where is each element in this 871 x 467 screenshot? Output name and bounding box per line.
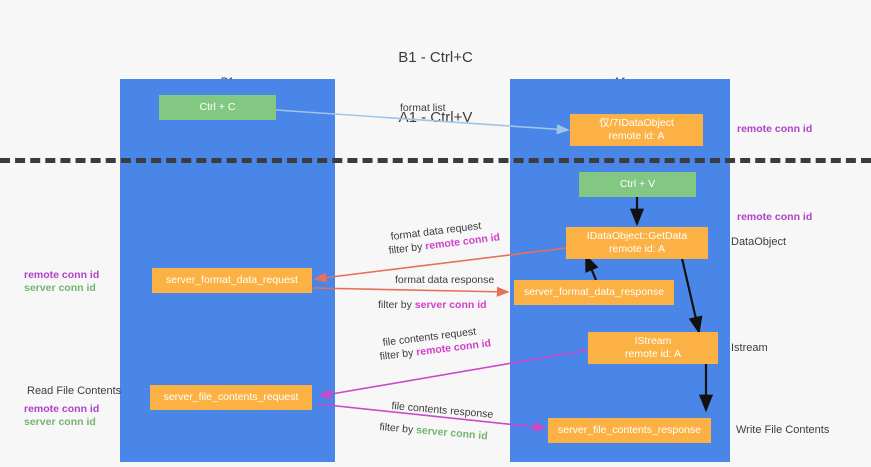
side-label-write-file-contents: Write File Contents: [736, 424, 830, 436]
box-server-format-data-request[interactable]: server_format_data_request: [152, 268, 312, 293]
filter-prefix-4: filter by: [378, 421, 417, 437]
box-istream-line1: IStream: [634, 335, 672, 347]
arrow-format-data-response: [312, 286, 510, 297]
label-format-data-response-filter: filter by server conn id: [378, 299, 487, 312]
side-label-left-remote-conn-id-mid: remote conn id: [24, 269, 100, 281]
box-server-file-contents-response[interactable]: server_file_contents_response: [548, 418, 711, 443]
arrow-getdata-to-istream: [679, 253, 703, 335]
title-line-1: B1 - Ctrl+C: [398, 49, 473, 66]
side-label-left-server-conn-id-mid: server conn id: [24, 282, 96, 294]
side-label-istream: Istream: [731, 342, 768, 354]
side-label-dataobject: DataObject: [731, 236, 787, 248]
side-label-remote-conn-id-mid: remote conn id: [737, 211, 813, 223]
box-ctrl-v[interactable]: Ctrl + V: [579, 172, 696, 197]
arrow-format-list: [275, 109, 570, 135]
box-server-file-contents-request[interactable]: server_file_contents_request: [150, 385, 312, 410]
page-title: B1 - Ctrl+C A1 - Ctrl+V: [0, 8, 871, 168]
side-label-left-server-conn-id-bottom: server conn id: [24, 416, 96, 428]
box-getdata-line1: IDataObject::GetData: [586, 230, 688, 242]
box-idataobject[interactable]: 仅/7IDataObject remote id: A: [570, 114, 703, 146]
box-ctrl-c[interactable]: Ctrl + C: [159, 95, 276, 120]
side-label-left-remote-conn-id-bottom: remote conn id: [24, 403, 100, 415]
side-label-read-file-contents: Read File Contents: [27, 385, 122, 397]
arrow-response-to-getdata: [584, 253, 599, 281]
box-server-format-data-response[interactable]: server_format_data_response: [514, 280, 674, 305]
side-label-remote-conn-id-top: remote conn id: [737, 123, 813, 135]
label-format-data-response: format data response: [395, 274, 495, 286]
box-istream-line2: remote id: A: [624, 348, 682, 360]
box-idataobject-getdata[interactable]: IDataObject::GetData remote id: A: [566, 227, 708, 259]
filter-key-server-conn-id-1: server conn id: [414, 299, 487, 311]
section-divider: [0, 158, 871, 163]
arrow-file-contents-response: [317, 403, 547, 432]
box-istream[interactable]: IStream remote id: A: [588, 332, 718, 364]
label-format-list: format list: [400, 102, 446, 114]
box-idataobject-line1: 仅/7IDataObject: [599, 117, 674, 129]
box-idataobject-line2: remote id: A: [608, 130, 665, 142]
filter-prefix-2: filter by: [378, 299, 415, 311]
box-getdata-line2: remote id: A: [608, 243, 666, 255]
arrow-format-data-request: [313, 247, 567, 283]
arrow-file-contents-request: [318, 349, 589, 400]
